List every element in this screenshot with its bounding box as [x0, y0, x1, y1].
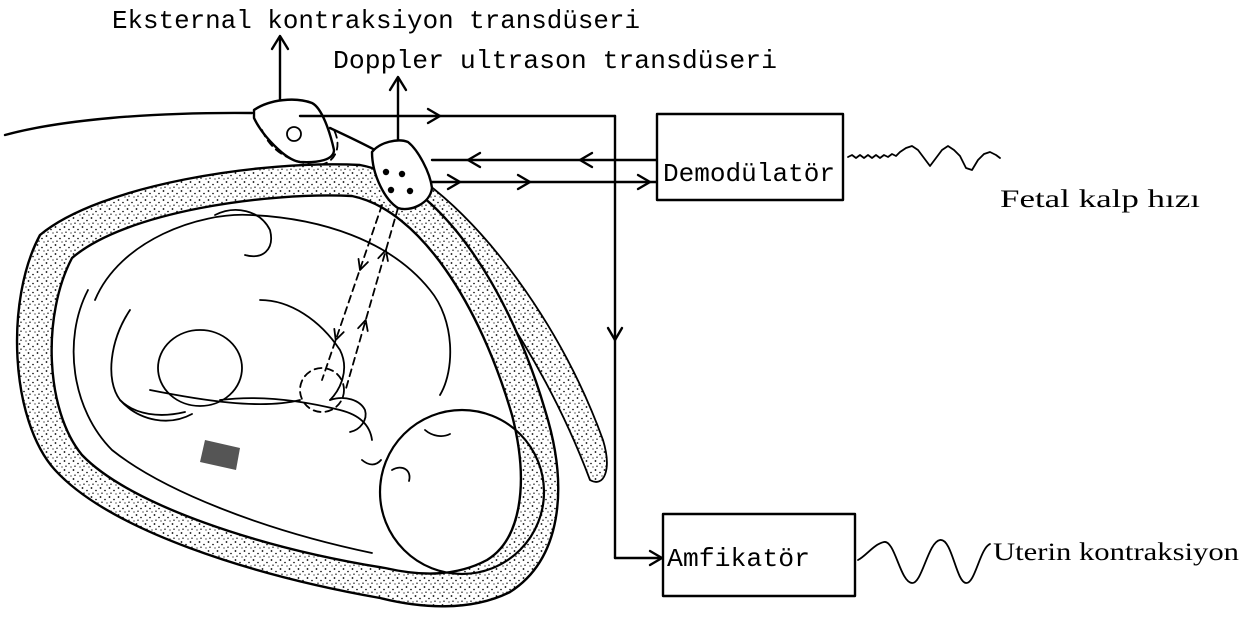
doppler-transducer-label: Doppler ultrason transdüseri — [333, 46, 777, 76]
uterine-contraction-label: Uterin kontraksiyon — [993, 539, 1240, 566]
amplifier-block: Amfikatör — [663, 514, 855, 596]
demodulator-label: Demodülatör — [663, 159, 835, 189]
demodulator-block: Demodülatör — [657, 114, 843, 200]
doppler-transducer-element — [388, 187, 394, 193]
doppler-transducer-element — [407, 188, 413, 194]
external-transducer-label: Eksternal kontraksiyon transdüseri — [112, 6, 640, 36]
doppler-transducer-element — [383, 169, 389, 175]
doppler-transducer-element — [399, 171, 405, 177]
amplifier-label: Amfikatör — [667, 544, 810, 574]
fetal-heart-rate-label: Fetal kalp hızı — [1000, 186, 1200, 213]
